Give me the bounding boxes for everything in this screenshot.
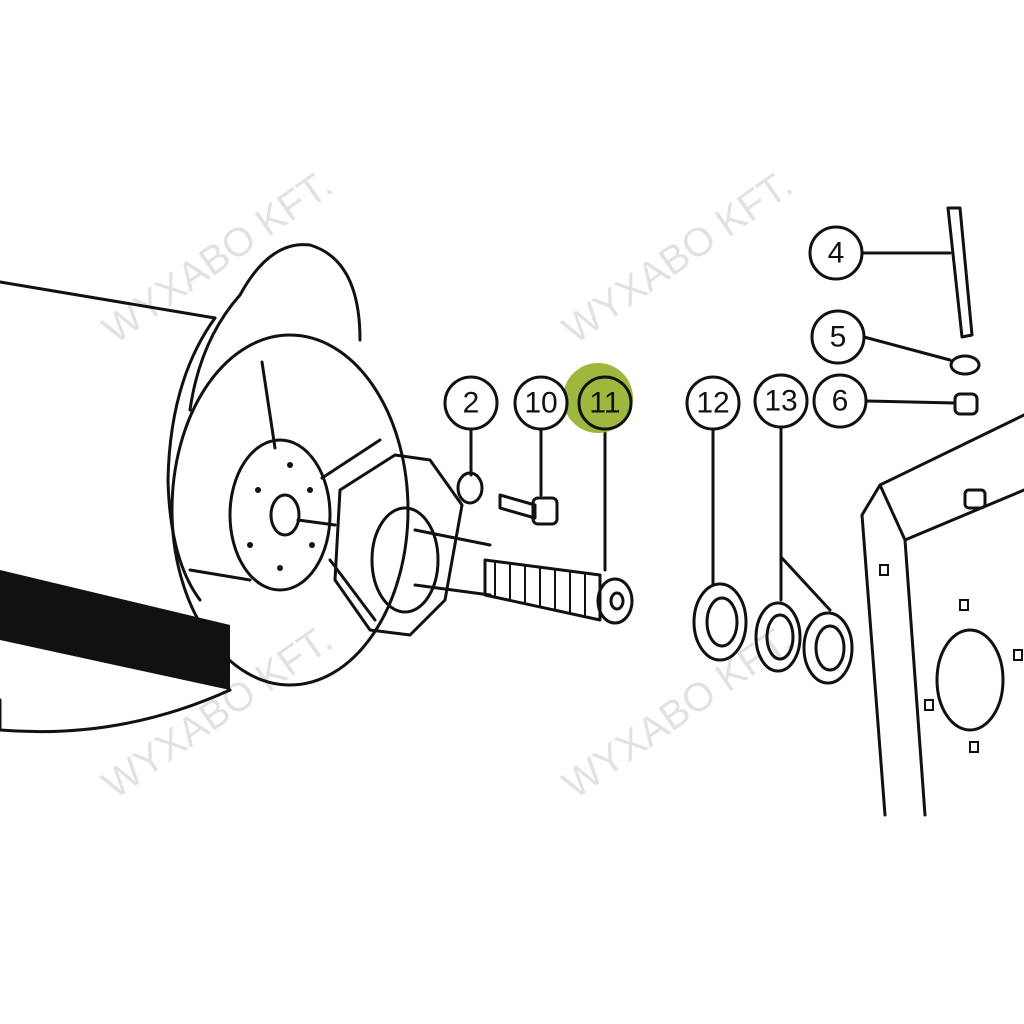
housing-plate [860,413,1024,817]
washer-part-2[interactable] [456,471,484,505]
callout-label: 4 [828,237,845,270]
seal-part-13[interactable] [754,601,854,685]
callout-label: 2 [463,387,480,420]
callout-12[interactable]: 12 [685,375,741,431]
callout-label: 6 [832,385,849,418]
callout-2[interactable]: 2 [443,375,499,431]
callout-label: 5 [830,321,847,354]
callout-label: 12 [696,387,729,420]
watermark: WYXABO KFT. [555,162,801,352]
callout-6[interactable]: 6 [812,373,868,429]
washer-part-12[interactable] [692,582,748,662]
drum-assembly [0,243,410,734]
callout-13[interactable]: 13 [753,373,809,429]
washer-part-5[interactable] [949,354,981,376]
callout-label: 10 [524,387,557,420]
callout-10[interactable]: 10 [513,375,569,431]
callout-label: 11 [589,387,620,420]
shaft-part-11[interactable] [333,453,634,637]
callout-11[interactable]: 11 [577,375,633,431]
callout-label: 13 [764,385,797,418]
bolt-part-10[interactable] [498,493,559,526]
callout-5[interactable]: 5 [810,309,866,365]
callout-4[interactable]: 4 [808,225,864,281]
leader-lines [469,251,957,612]
nut-part-6[interactable] [953,392,979,416]
stud-part-4[interactable] [946,206,974,339]
watermark: WYXABO KFT. [555,617,801,807]
